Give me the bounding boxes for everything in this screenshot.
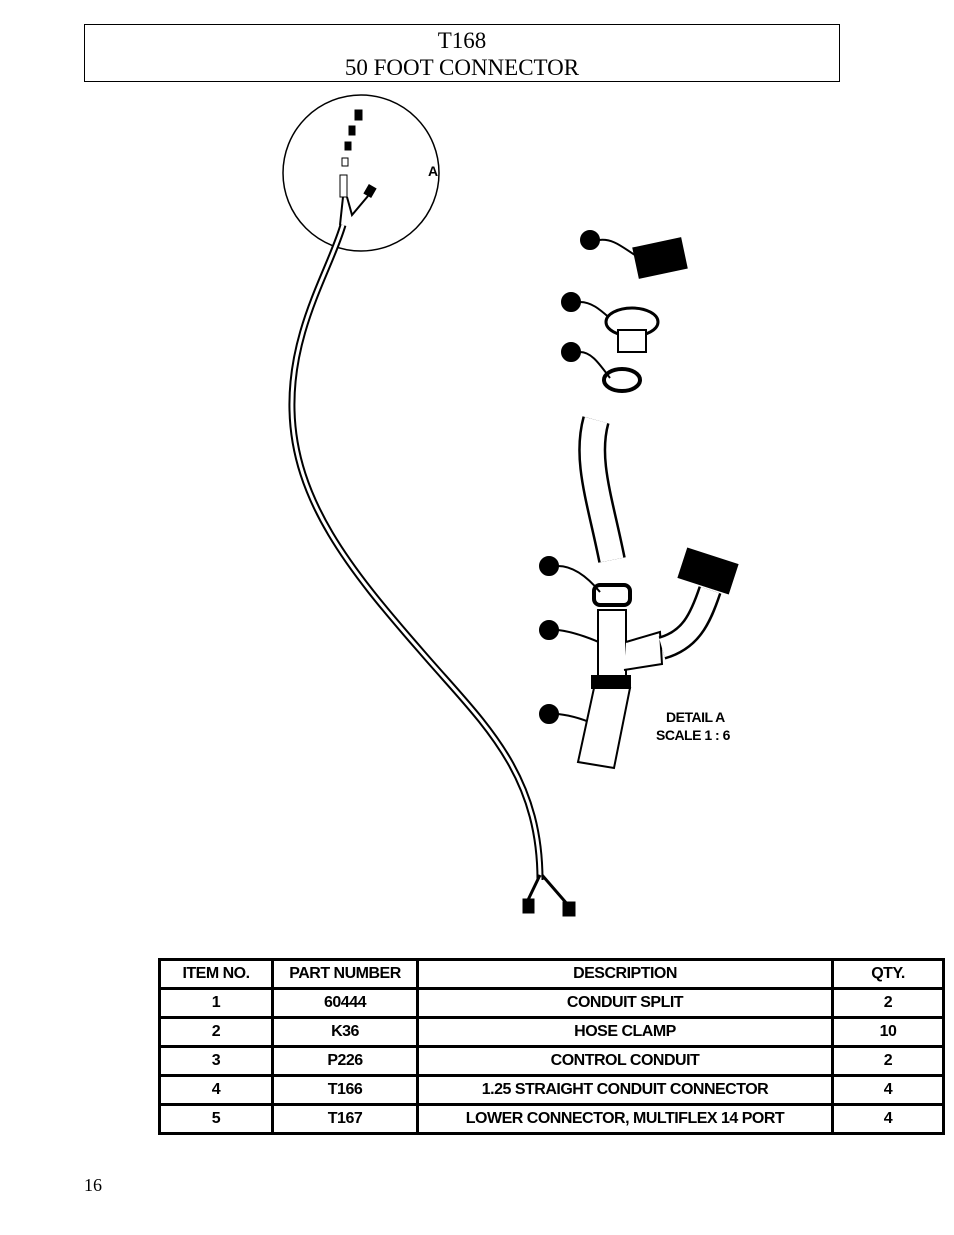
bottom-split <box>522 874 576 917</box>
detail-marker: A <box>428 163 438 179</box>
top-fittings <box>339 109 377 226</box>
parts-table: ITEM NO. PART NUMBER DESCRIPTION QTY. 1 … <box>158 958 945 1135</box>
cell-part-number: P226 <box>271 1045 419 1077</box>
cell-description: 1.25 STRAIGHT CONDUIT CONNECTOR <box>416 1074 834 1106</box>
cell-qty: 4 <box>831 1103 945 1135</box>
detail-a-parts <box>539 230 739 770</box>
page-title: 50 FOOT CONNECTOR <box>344 55 580 80</box>
cell-part-number: T166 <box>271 1074 419 1106</box>
cell-qty: 4 <box>831 1074 945 1106</box>
table-row: 1 60444 CONDUIT SPLIT 2 <box>158 987 945 1019</box>
cell-description: CONTROL CONDUIT <box>416 1045 834 1077</box>
table-row: 4 T166 1.25 STRAIGHT CONDUIT CONNECTOR 4 <box>158 1074 945 1106</box>
detail-scale: SCALE 1 : 6 <box>656 727 731 743</box>
cell-qty: 2 <box>831 987 945 1019</box>
cell-item-no: 4 <box>158 1074 274 1106</box>
cell-qty: 10 <box>831 1016 945 1048</box>
table-header-row: ITEM NO. PART NUMBER DESCRIPTION QTY. <box>158 958 945 990</box>
cell-item-no: 2 <box>158 1016 274 1048</box>
page-number: 16 <box>84 1175 102 1195</box>
connector-drawing: A <box>282 94 739 917</box>
title-box: T168 50 FOOT CONNECTOR <box>84 24 840 82</box>
detail-circle <box>282 94 440 252</box>
cell-description: LOWER CONNECTOR, MULTIFLEX 14 PORT <box>416 1103 834 1135</box>
header-part-number: PART NUMBER <box>271 958 419 990</box>
cell-description: HOSE CLAMP <box>416 1016 834 1048</box>
cell-part-number: K36 <box>271 1016 419 1048</box>
cell-item-no: 1 <box>158 987 274 1019</box>
cell-item-no: 5 <box>158 1103 274 1135</box>
header-item-no: ITEM NO. <box>158 958 274 990</box>
conduit-hose <box>288 224 544 881</box>
cell-description: CONDUIT SPLIT <box>416 987 834 1019</box>
cell-qty: 2 <box>831 1045 945 1077</box>
table-row: 3 P226 CONTROL CONDUIT 2 <box>158 1045 945 1077</box>
table-row: 2 K36 HOSE CLAMP 10 <box>158 1016 945 1048</box>
table-row: 5 T167 LOWER CONNECTOR, MULTIFLEX 14 POR… <box>158 1103 945 1135</box>
cell-part-number: 60444 <box>271 987 419 1019</box>
detail-title: DETAIL A <box>666 709 725 725</box>
cell-part-number: T167 <box>271 1103 419 1135</box>
header-description: DESCRIPTION <box>416 958 834 990</box>
part-code: T168 <box>437 28 487 53</box>
cell-item-no: 3 <box>158 1045 274 1077</box>
header-qty: QTY. <box>831 958 945 990</box>
